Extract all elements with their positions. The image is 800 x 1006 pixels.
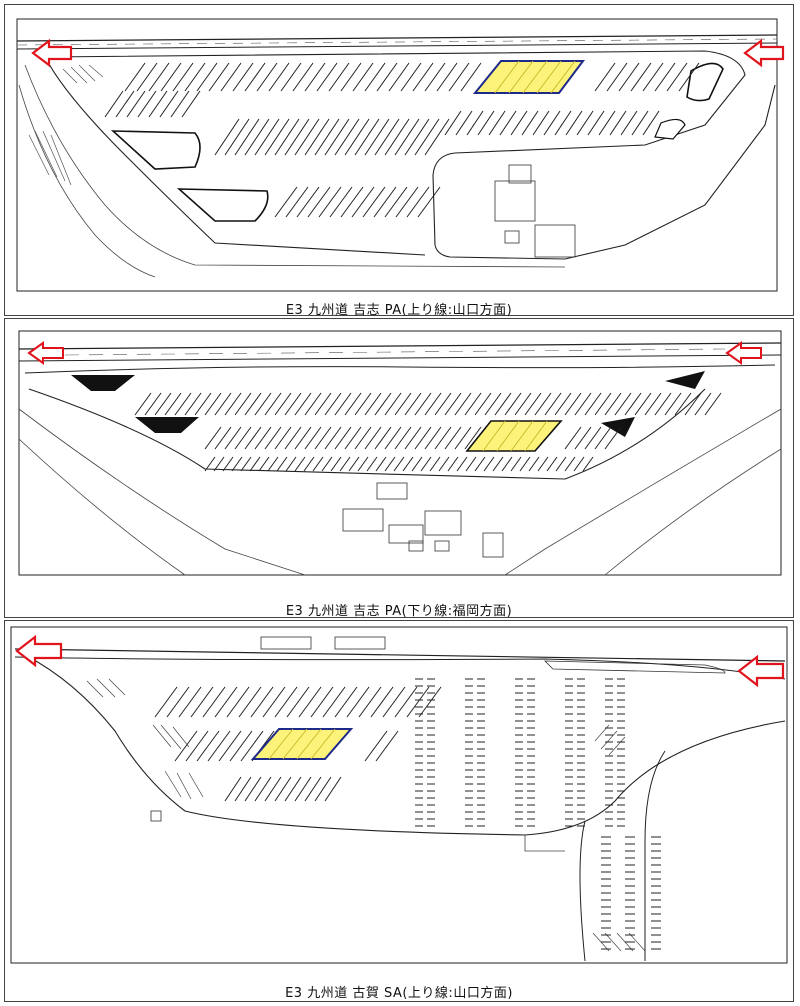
island <box>686 62 724 102</box>
highlight-area <box>250 728 354 760</box>
ramp-edge <box>604 448 782 576</box>
ramp-edge <box>504 408 782 576</box>
parking-columns <box>415 678 661 950</box>
map-caption: E3 九州道 古賀 SA(上り線:山口方面) <box>285 986 513 1001</box>
island <box>544 660 726 674</box>
direction-arrow-icon <box>743 38 785 68</box>
parking-map-kishi-up <box>16 18 785 292</box>
highlight-hatch <box>494 60 576 94</box>
map-panel-kishi-pa-down: E3 九州道 吉志 PA(下り線:福岡方面) <box>4 318 794 619</box>
parking-outline <box>44 56 426 256</box>
island <box>110 130 201 170</box>
building <box>494 164 576 258</box>
parking-stalls <box>154 686 442 802</box>
highway-edge <box>16 34 778 42</box>
highway-edge <box>14 656 786 680</box>
hatch-area <box>71 371 705 437</box>
highway-edge <box>18 354 782 362</box>
ramp-edge <box>524 835 565 852</box>
parking-map-kishi-down <box>18 330 782 576</box>
map-caption: E3 九州道 吉志 PA(上り線:山口方面) <box>285 303 513 318</box>
highway-lane-line <box>16 38 778 46</box>
highlight-hatch <box>482 420 548 452</box>
highlight-hatch <box>268 728 336 760</box>
highway-edge <box>14 648 786 662</box>
map-panel-kishi-pa-up: E3 九州道 吉志 PA(上り線:山口方面) <box>4 4 794 318</box>
parking-outline <box>24 364 776 374</box>
direction-arrow-icon <box>737 654 785 688</box>
highway-edge <box>18 342 782 350</box>
parking-outline <box>24 654 786 836</box>
parking-outline <box>28 388 706 480</box>
parking-map-koga-up <box>10 626 788 964</box>
map-frame <box>16 18 778 292</box>
ramp-edge <box>24 64 566 268</box>
parking-stalls <box>134 392 722 472</box>
map-frame <box>18 330 782 576</box>
direction-arrow-icon <box>31 38 73 68</box>
direction-arrow-icon <box>15 634 63 668</box>
island <box>654 118 686 140</box>
island <box>176 188 269 222</box>
highlight-area <box>472 60 585 94</box>
ramp-edge <box>579 820 586 962</box>
map-caption: E3 九州道 吉志 PA(下り線:福岡方面) <box>285 604 513 619</box>
parking-stalls <box>104 62 700 218</box>
direction-arrow-icon <box>27 341 64 365</box>
hatch-area <box>28 64 104 186</box>
ramp-edge <box>18 408 306 576</box>
ramp-edge <box>644 750 666 961</box>
ramp-edge <box>18 438 186 576</box>
map-frame <box>10 626 788 964</box>
highway-edge <box>16 42 778 50</box>
hatch-area <box>86 678 646 952</box>
parking-outline <box>44 50 776 260</box>
ramp-edge <box>18 84 156 278</box>
map-panel-koga-sa-up: E3 九州道 古賀 SA(上り線:山口方面) <box>4 620 794 1002</box>
building <box>342 482 504 558</box>
highway-lane-line <box>64 348 726 356</box>
highlight-area <box>465 420 563 452</box>
building <box>150 636 386 822</box>
direction-arrow-icon <box>725 341 762 365</box>
